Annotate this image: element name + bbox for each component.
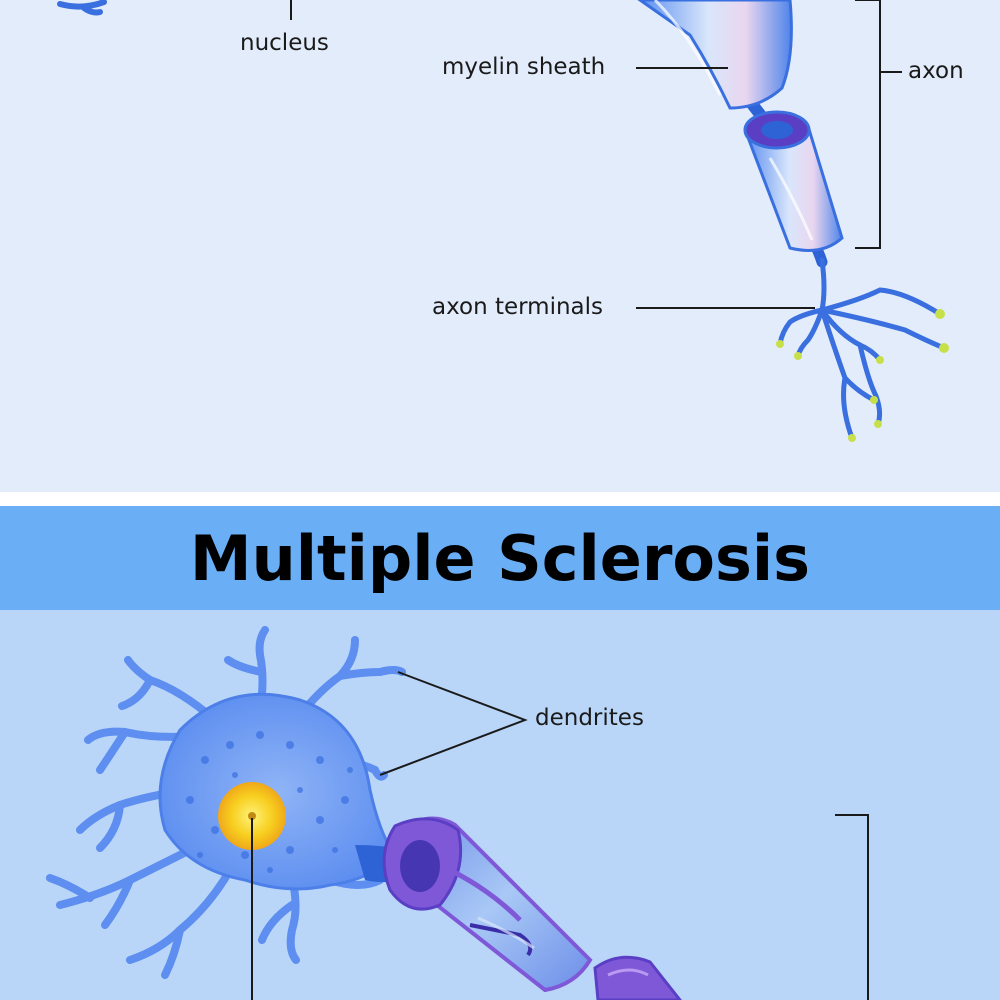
label-axon: axon: [908, 58, 964, 84]
label-axon-terminals: axon terminals: [432, 294, 604, 320]
label-nucleus: nucleus: [240, 30, 329, 56]
healthy-neuron-panel: [0, 0, 1000, 492]
title-banner: Multiple Sclerosis: [0, 506, 1000, 610]
label-dendrites: dendrites: [535, 705, 644, 731]
ms-damaged-myelin-1: [382, 816, 593, 993]
soma-speckles: [186, 731, 353, 873]
ms-axon-bracket: [835, 814, 869, 1000]
dendrites-leader-lines: [379, 671, 528, 776]
page-title: Multiple Sclerosis: [189, 521, 811, 595]
ms-damaged-myelin-2: [593, 955, 682, 1000]
myelin-segment-upper: [637, 0, 793, 110]
axon-bracket: [855, 0, 902, 249]
label-myelin-sheath: myelin sheath: [442, 54, 606, 80]
panel-divider: [0, 492, 1000, 506]
myelin-segment-lower: [743, 110, 844, 252]
ms-nucleus: [218, 782, 286, 850]
axon-terminal-branches: [777, 257, 947, 441]
axon-terminal-knobs: [776, 309, 949, 442]
top-dendrite-fragment: [57, 0, 107, 16]
